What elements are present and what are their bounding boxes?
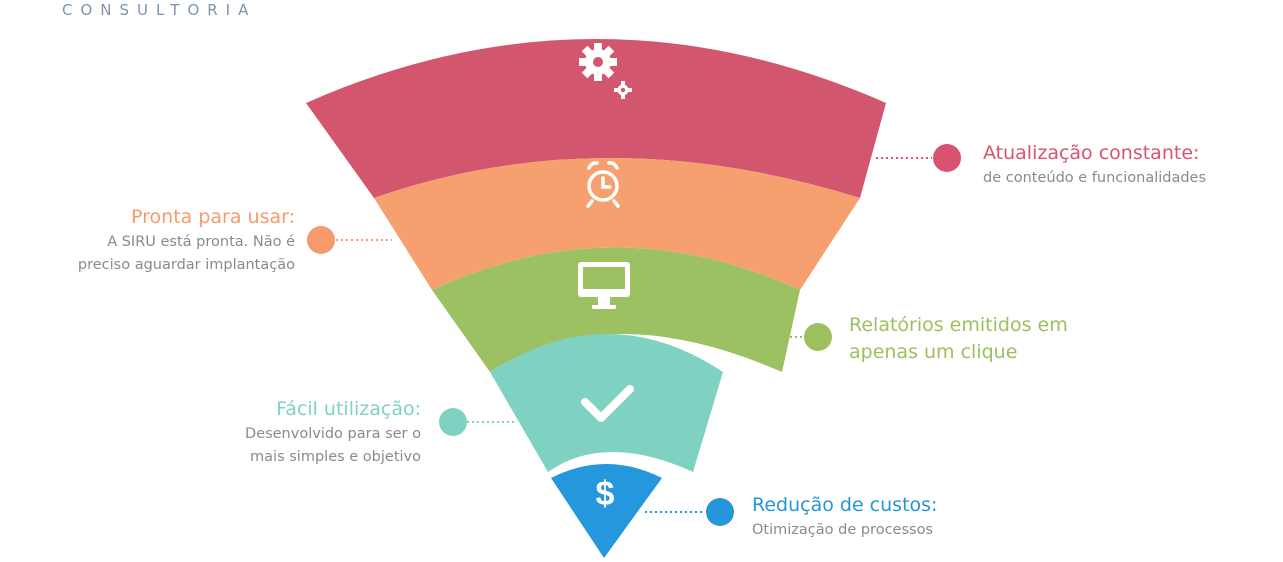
- checkmark-icon: [581, 385, 634, 422]
- label-facil-desc-1: Desenvolvido para ser o: [245, 426, 421, 442]
- connector-reducao: [645, 498, 734, 526]
- label-atualizacao: Atualização constante: de conteúdo e fun…: [983, 140, 1206, 190]
- funnel-level-1: [306, 39, 886, 198]
- label-pronta: Pronta para usar: A SIRU está pronta. Nã…: [78, 204, 295, 277]
- label-pronta-title: Pronta para usar:: [131, 206, 295, 228]
- connector-facil: [439, 408, 514, 436]
- label-facil-title: Fácil utilização:: [276, 398, 421, 420]
- label-reducao-desc: Otimização de processos: [752, 522, 933, 538]
- label-relatorios-title-2: apenas um clique: [849, 341, 1018, 363]
- label-relatorios-title-1: Relatórios emitidos em: [849, 314, 1068, 336]
- funnel-level-5: [551, 464, 662, 558]
- monitor-icon: [578, 262, 630, 309]
- connector-pronta: [307, 226, 392, 254]
- connector-atualizacao: [876, 144, 961, 172]
- funnel-level-3: [432, 247, 800, 372]
- label-reducao: Redução de custos: Otimização de process…: [752, 492, 937, 542]
- svg-text:$: $: [596, 475, 615, 513]
- funnel-level-2: [374, 158, 860, 290]
- label-pronta-desc-1: A SIRU está pronta. Não é: [107, 234, 295, 250]
- alarm-clock-icon: [586, 161, 620, 208]
- funnel-level-4: [490, 334, 723, 472]
- brand-wordmark: CONSULTORIA: [62, 1, 257, 19]
- label-relatorios: Relatórios emitidos em apenas um clique: [849, 312, 1068, 366]
- label-reducao-title: Redução de custos:: [752, 494, 938, 516]
- label-atualizacao-title: Atualização constante:: [983, 142, 1200, 164]
- dollar-icon: $: [596, 475, 615, 513]
- label-atualizacao-desc: de conteúdo e funcionalidades: [983, 170, 1207, 186]
- connector-relatorios: [770, 323, 832, 351]
- label-facil: Fácil utilização: Desenvolvido para ser …: [245, 396, 421, 469]
- label-facil-desc-2: mais simples e objetivo: [250, 449, 421, 465]
- label-pronta-desc-2: preciso aguardar implantação: [77, 257, 295, 273]
